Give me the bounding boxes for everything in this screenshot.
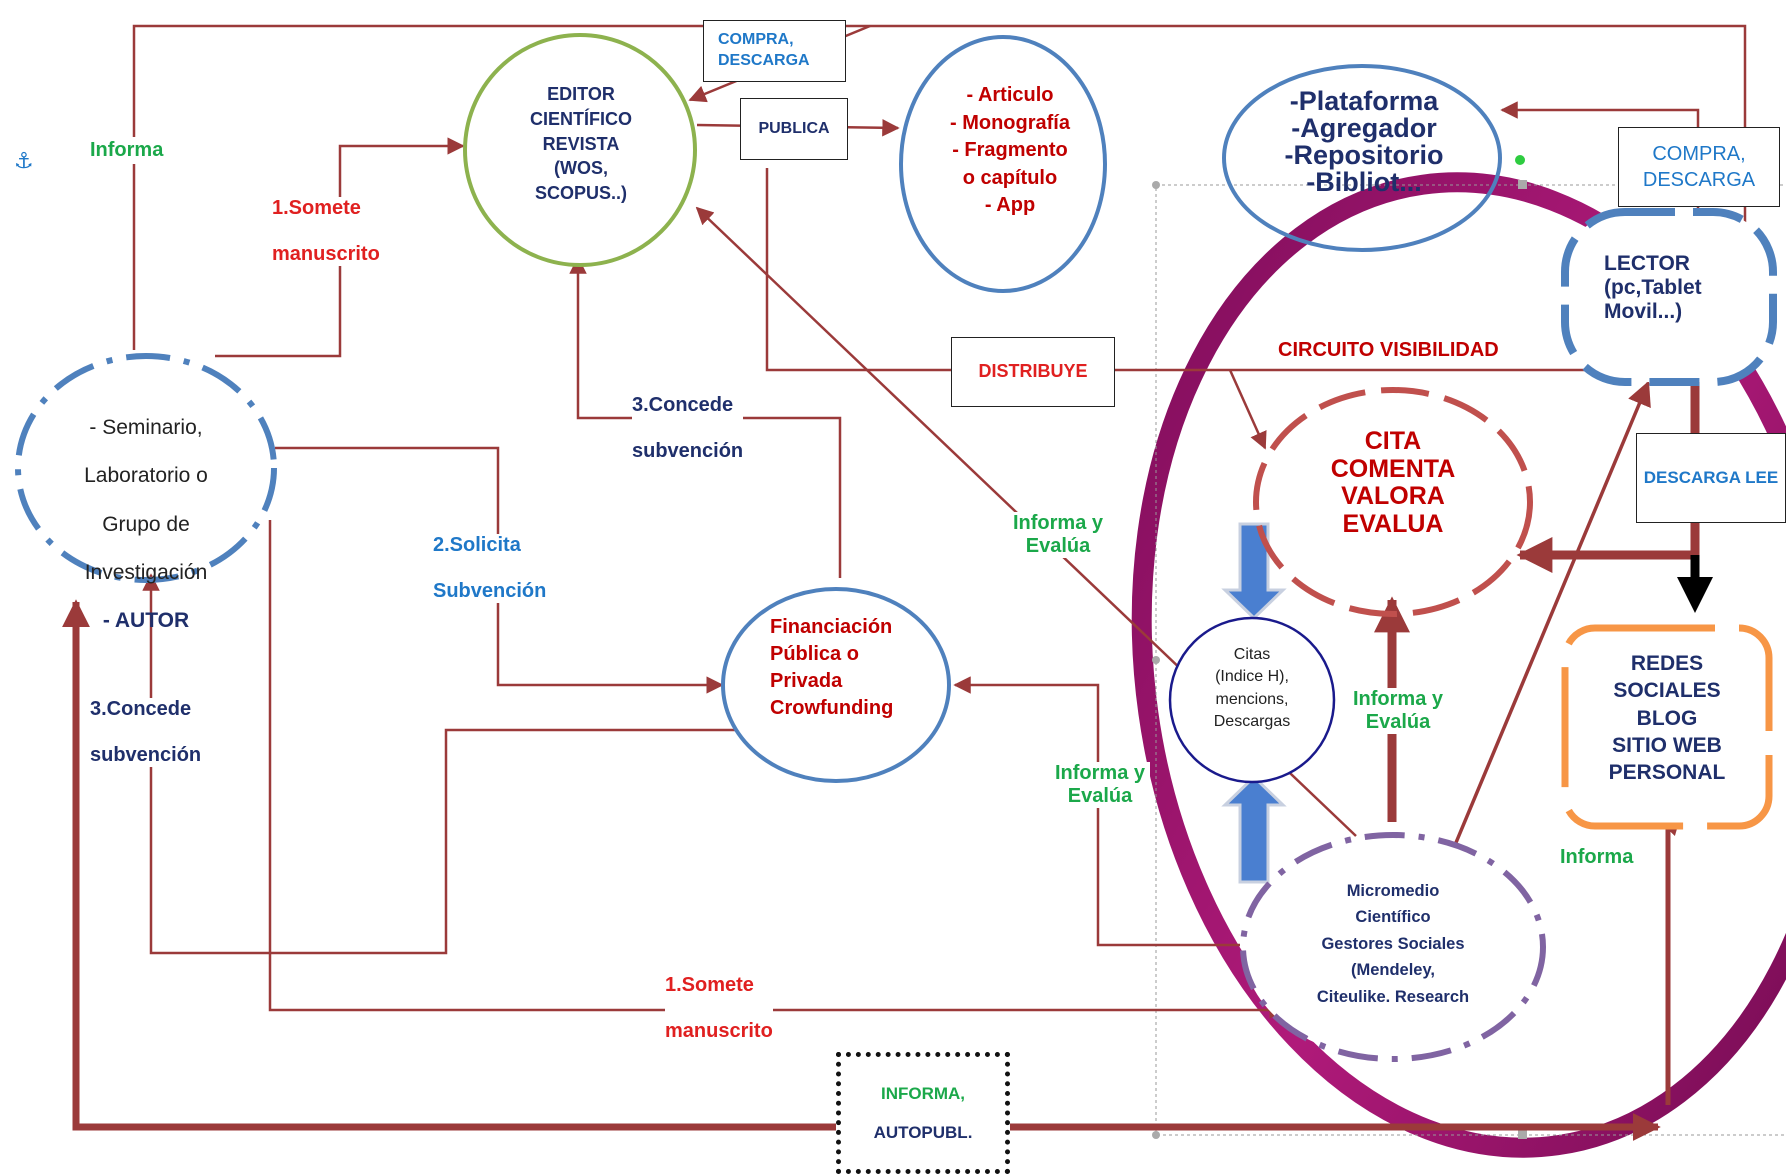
inform-evaluate-label-1: Informa y Evalúa <box>1002 512 1114 558</box>
social-node-ring <box>1561 624 1773 830</box>
anchor-icon: ⚓ <box>14 148 34 173</box>
self-publish-box: INFORMA, AUTOPUBL. <box>836 1052 1010 1174</box>
funding-node: Financiación Pública o Privada Crowfundi… <box>770 616 894 719</box>
micromedia-node: Micromedio Científico Gestores Sociales … <box>1316 882 1470 1006</box>
metrics-node-ring <box>1168 616 1336 784</box>
self-publish-line-1: INFORMA, <box>880 1083 966 1103</box>
visibility-circuit-label: CIRCUITO VISIBILIDAD <box>1278 339 1499 361</box>
editor-node: EDITOR CIENTÍFICO REVISTA (WOS, SCOPUS..… <box>530 84 632 204</box>
grant-label-left: 3.Concede subvención <box>90 698 202 767</box>
down-block-arrow <box>1221 522 1287 621</box>
self-publish-line-2: AUTOPUBL. <box>873 1123 973 1142</box>
buy-download-box-right: COMPRA, DESCARGA <box>1618 127 1780 207</box>
author-line-4: Investigación <box>84 560 208 584</box>
inform-evaluate-label-2: Informa y Evalúa <box>1344 688 1452 734</box>
download-read-box: DESCARGA LEE <box>1636 433 1786 523</box>
micromedia-node-ring <box>1240 832 1546 1062</box>
author-line-1: - Seminario, <box>89 416 203 440</box>
products-node: - Articulo - Monografía - Fragmento o ca… <box>950 84 1070 217</box>
metrics-node: Citas (Indice H), mencions, Descargas <box>1213 646 1291 731</box>
social-node: REDES SOCIALES BLOG SITIO WEB PERSONAL <box>1608 652 1726 785</box>
products-node-ring <box>899 35 1107 293</box>
author-line-3: Grupo de <box>102 512 190 536</box>
author-node: - Seminario, Laboratorio o Grupo de Inve… <box>56 392 236 633</box>
funding-node-ring <box>721 587 951 783</box>
up-block-arrow <box>1221 774 1287 884</box>
request-label: 2.Solicita Subvención <box>433 534 547 603</box>
cite-node-ring <box>1253 387 1533 617</box>
selection-frame <box>1155 184 1786 1136</box>
author-line-5: - AUTOR <box>102 609 190 633</box>
distribute-box: DISTRIBUYE <box>951 337 1115 407</box>
platform-node-ring <box>1222 64 1502 252</box>
editor-node-ring <box>463 33 697 267</box>
reader-node: LECTOR (pc,Tablet Movil...) <box>1604 252 1702 324</box>
platform-node: -Plataforma -Agregador -Repositorio -Bib… <box>1284 88 1444 196</box>
inform-label-right: Informa <box>1560 846 1634 869</box>
publish-box: PUBLICA <box>740 98 848 160</box>
submit-label-top: 1.Somete manuscrito <box>272 197 380 266</box>
reader-node-ring <box>1561 208 1777 386</box>
author-line-2: Laboratorio o <box>84 464 208 488</box>
submit-label-bottom: 1.Somete manuscrito <box>665 974 773 1043</box>
inform-label-top: Informa <box>88 137 166 164</box>
buy-download-box-top: COMPRA, DESCARGA <box>703 20 846 82</box>
grant-label-mid: 3.Concede subvención <box>632 394 744 463</box>
inform-evaluate-label-3: Informa y Evalúa <box>1050 762 1150 808</box>
author-node-ring <box>15 353 277 583</box>
cite-node: CITA COMENTA VALORA EVALUA <box>1330 427 1456 538</box>
